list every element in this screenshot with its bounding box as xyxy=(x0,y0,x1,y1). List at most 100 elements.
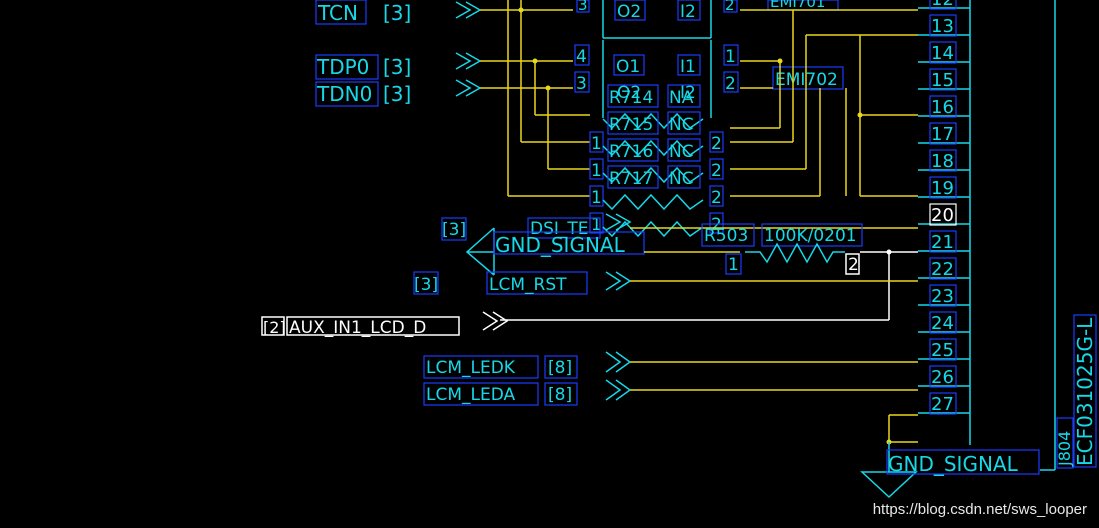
emi-top-pin-right: 2 xyxy=(725,0,735,14)
emi-top-i2: I2 xyxy=(680,2,696,22)
connector-pin-18: 18 xyxy=(918,149,970,172)
connector-pin-label: 25 xyxy=(931,340,954,361)
net-tdn0: TDN0 [3] xyxy=(315,79,573,107)
connector-pin-label: 22 xyxy=(931,259,954,280)
resistor-ref: R717 xyxy=(609,169,653,189)
r503-ref: R503 xyxy=(704,226,748,246)
resistor-row: R714 NA xyxy=(602,84,704,130)
connector-pin-19: 19 xyxy=(918,176,970,199)
net-ledk-label: LCM_LEDK xyxy=(426,358,516,378)
watermark: https://blog.csdn.net/sws_looper xyxy=(872,501,1087,518)
resistor-row: 1 2 R717 NC xyxy=(589,165,724,211)
connector-pin-17: 17 xyxy=(918,122,970,145)
resistor-pin1: 1 xyxy=(591,188,602,208)
connector-pin-label: 14 xyxy=(931,43,954,64)
net-tcn-label: TCN xyxy=(317,1,358,25)
net-dsi-te-ref: [3] xyxy=(442,220,466,240)
net-aux-label: AUX_IN1_LCD_D xyxy=(289,318,426,338)
connector-pin-25: 25 xyxy=(918,338,970,361)
net-tdn0-label: TDN0 xyxy=(316,82,372,106)
resistor-pin2: 2 xyxy=(711,215,722,235)
net-aux-in1-lcd: [2] AUX_IN1_LCD_D xyxy=(261,311,509,338)
connector-pin-label: 26 xyxy=(931,367,954,388)
connector-pin-label: 17 xyxy=(931,124,954,145)
connector-pin-15: 15 xyxy=(918,68,970,91)
net-lcm-rst-label: LCM_RST xyxy=(489,275,567,295)
connector-pin-label: 27 xyxy=(931,394,954,415)
emi-filter-mid: 4 3 O1 I1 O2 I2 1 2 EMI702 xyxy=(574,40,844,118)
net-dsi-te-label: DSI_TE xyxy=(530,219,589,239)
connector-pin-14: 14 xyxy=(918,41,970,64)
connector-pin-label: 12 xyxy=(931,0,954,10)
emi-mid-pin1: 1 xyxy=(725,47,736,67)
resistor-value: NC xyxy=(669,142,694,162)
connector-pin-24: 24 xyxy=(918,311,970,334)
emi-top-o2: O2 xyxy=(617,2,641,22)
net-aux-ref: [2] xyxy=(263,318,286,337)
connector-pin-label: 24 xyxy=(931,313,954,334)
emi-top-name: EMI701 xyxy=(770,0,825,11)
emi-mid-pin3: 3 xyxy=(576,74,587,94)
connector-pin-23: 23 xyxy=(918,284,970,307)
resistor-ref: R715 xyxy=(609,115,653,135)
connector-ref: J804 xyxy=(1055,431,1074,467)
emi-wiring xyxy=(507,0,918,197)
connector-pin-12: 12 xyxy=(918,0,970,10)
net-lcm-rst-ref: [3] xyxy=(414,275,438,295)
emi-mid-o1: O1 xyxy=(616,57,640,77)
connector-pin-label: 13 xyxy=(931,16,954,37)
resistor-pin2: 2 xyxy=(711,188,722,208)
emi-mid-pin4: 4 xyxy=(576,47,587,67)
connector-pin-20: 20 xyxy=(918,203,970,226)
net-lcm-ledk: LCM_LEDK [8] xyxy=(423,351,918,379)
connector-pin-22: 22 xyxy=(918,257,970,280)
emi-mid-i2: I2 xyxy=(680,83,696,103)
net-dsi-te: [3] DSI_TE xyxy=(441,213,918,241)
net-ledk-ref: [8] xyxy=(548,358,572,378)
resistor-pin1: 1 xyxy=(591,215,602,235)
gnd-signal-left: GND_SIGNAL xyxy=(465,227,740,276)
net-tdp0-ref: [3] xyxy=(383,55,411,79)
resistor-pin1: 1 xyxy=(591,161,602,181)
connector-pin-label: 19 xyxy=(931,178,954,199)
emi-mid-pin2: 2 xyxy=(725,74,736,94)
gnd-signal-bottom: GND_SIGNAL xyxy=(860,414,1040,499)
resistor-value: NA xyxy=(669,88,694,108)
net-leda-ref: [8] xyxy=(548,385,572,405)
net-leda-label: LCM_LEDA xyxy=(426,385,516,405)
emi-filter-top: 3 O2 I2 2 EMI701 xyxy=(576,0,839,39)
net-tcn-ref: [3] xyxy=(383,1,411,25)
net-tdn0-ref: [3] xyxy=(383,82,411,106)
connector-pin-label: 16 xyxy=(931,97,954,118)
resistor-value: NC xyxy=(669,169,694,189)
resistor-pin2: 2 xyxy=(711,134,722,154)
emi-mid-o2: O2 xyxy=(617,83,641,103)
connector-j804: 12131415161718192021222324252627 J804 EC… xyxy=(918,0,1097,471)
net-lcm-leda: LCM_LEDA [8] xyxy=(423,379,918,406)
resistor-r503: R503 100K/0201 1 2 xyxy=(500,223,918,321)
net-lcm-rst: [3] LCM_RST xyxy=(413,271,918,295)
connector-pin-label: 20 xyxy=(931,205,954,226)
emi-mid-i1: I1 xyxy=(680,57,696,77)
connector-pin-27: 27 xyxy=(918,392,970,415)
connector-pin-16: 16 xyxy=(918,95,970,118)
gnd-signal-bottom-label: GND_SIGNAL xyxy=(888,452,1019,476)
resistor-pin2: 2 xyxy=(711,161,722,181)
connector-pin-label: 15 xyxy=(931,70,954,91)
r503-pin1: 1 xyxy=(728,255,739,275)
resistor-pin1: 1 xyxy=(591,134,602,154)
resistor-ref: R714 xyxy=(609,88,653,108)
resistor-row: 1 2 R715 NC xyxy=(589,111,724,157)
resistor-value: NC xyxy=(669,115,694,135)
connector-pin-label: 18 xyxy=(931,151,954,172)
connector-pin-13: 13 xyxy=(918,14,970,37)
emi-top-pin-left: 3 xyxy=(578,0,588,14)
connector-pin-21: 21 xyxy=(918,230,970,253)
net-tdp0-label: TDP0 xyxy=(316,55,369,79)
connector-pin-26: 26 xyxy=(918,365,970,388)
